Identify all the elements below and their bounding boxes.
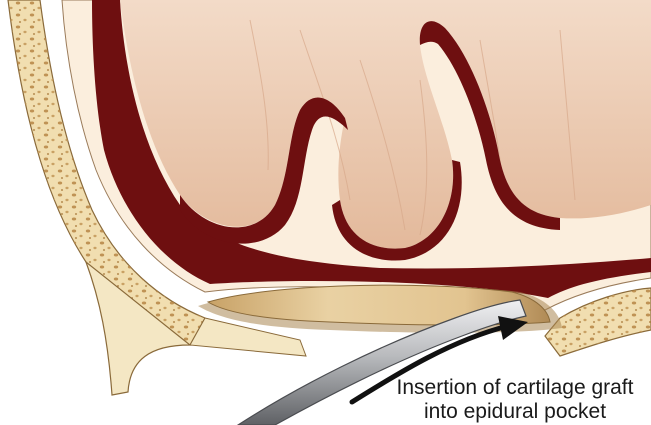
annotation-line-1: Insertion of cartilage graft — [384, 376, 646, 400]
insertion-annotation: Insertion of cartilage graft into epidur… — [384, 376, 646, 424]
annotation-line-2: into epidural pocket — [384, 400, 646, 424]
